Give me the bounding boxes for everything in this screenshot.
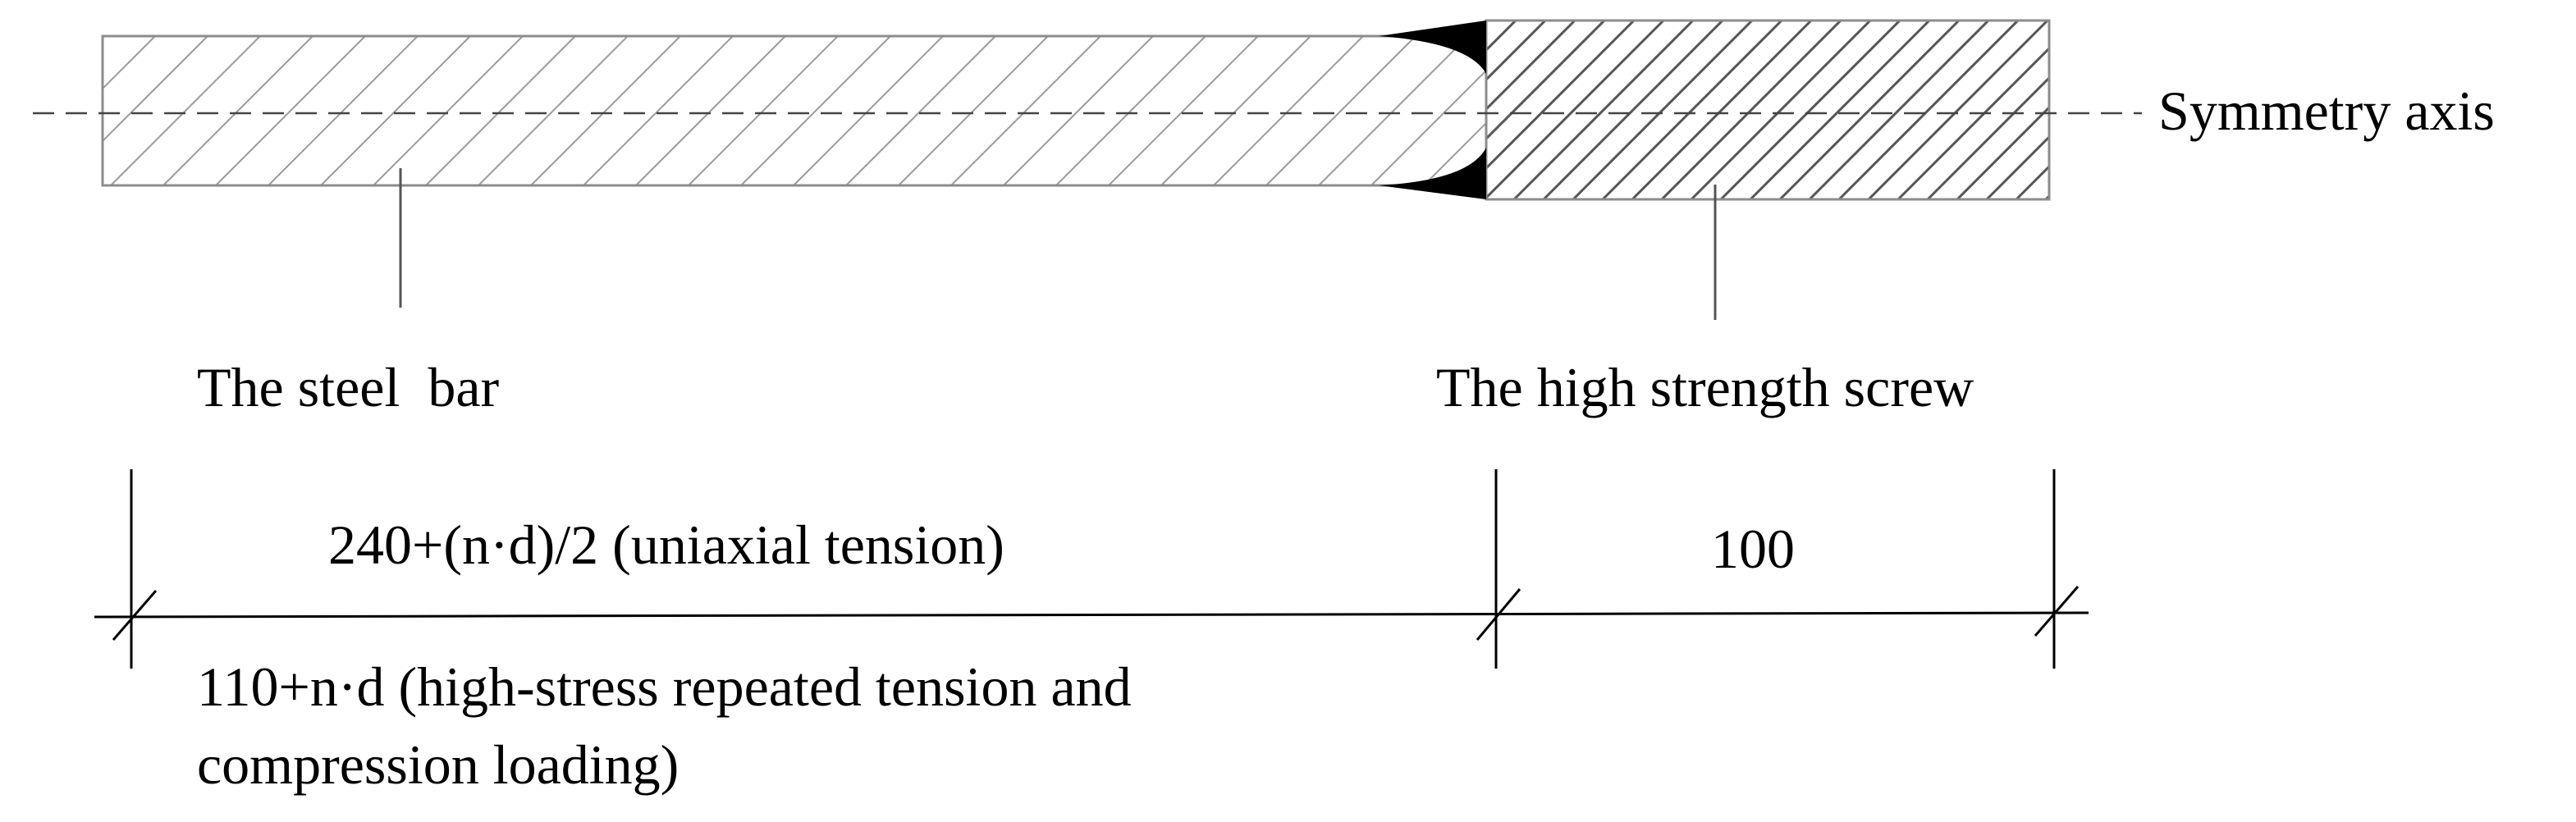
screw-body — [1485, 19, 2051, 201]
hatch-line — [162, 36, 313, 185]
hatch-line — [1778, 21, 1961, 199]
hatch-line — [1370, 69, 1486, 185]
steel-bar-hatching — [0, 36, 1486, 185]
hatch-line — [635, 36, 786, 185]
hatch-line — [1423, 121, 1486, 185]
weld-top — [1379, 21, 1486, 74]
hatch-line — [1631, 21, 1813, 199]
hatch-line — [1486, 21, 1576, 112]
symmetry-axis-label: Symmetry axis — [2158, 80, 2495, 142]
hatch-line — [1542, 21, 1724, 199]
hatch-line — [268, 36, 419, 185]
hatch-line — [1956, 105, 2049, 199]
screw-hatching — [1486, 21, 2049, 199]
hatch-line — [425, 36, 576, 185]
hatch-line — [215, 36, 366, 185]
tick-middle — [1476, 588, 1521, 641]
hatch-line — [110, 36, 261, 185]
hatch-line — [898, 36, 1049, 185]
hatch-line — [1719, 21, 1901, 199]
tick-right — [2034, 586, 2080, 637]
hatch-line — [1512, 21, 1695, 199]
hatch-line — [1486, 21, 1636, 171]
hatch-line — [1486, 21, 1547, 82]
hatch-line — [530, 36, 681, 185]
hatch-line — [1486, 21, 1606, 141]
steel-bar-label: The steel bar — [197, 356, 500, 418]
hatch-line — [103, 36, 208, 143]
hatch-line — [1003, 36, 1154, 185]
hatch-line — [950, 36, 1101, 185]
hatch-line — [0, 36, 103, 185]
hatch-line — [1265, 36, 1416, 185]
dimension-lines — [94, 469, 2089, 669]
hatch-line — [1486, 21, 1665, 199]
hatch-line — [845, 36, 996, 185]
hatch-line — [1808, 21, 1990, 199]
hatch-line — [1601, 21, 1783, 199]
hatch-line — [320, 36, 471, 185]
hatch-line — [688, 36, 839, 185]
dimension-baseline — [94, 611, 2089, 619]
hatch-line — [1749, 21, 1931, 199]
dimension-repeated-label-line2: compression loading) — [197, 733, 679, 796]
tick-left — [112, 590, 158, 641]
steel-bar-body — [101, 34, 1488, 187]
hatch-line — [583, 36, 734, 185]
hatch-line — [740, 36, 891, 185]
hatch-line — [1926, 75, 2049, 199]
weld-bottom — [1379, 148, 1486, 199]
hatch-line — [1985, 135, 2049, 199]
hatch-line — [478, 36, 629, 185]
hatch-line — [1318, 36, 1469, 185]
hatch-line — [793, 36, 944, 185]
hatch-line — [1572, 21, 1754, 199]
hatch-line — [1108, 36, 1259, 185]
hatch-line — [373, 36, 524, 185]
hatch-line — [1660, 21, 1842, 199]
dimension-repeated-label-line1: 110+n·d (high-stress repeated tension an… — [197, 655, 1132, 718]
hatch-line — [1867, 21, 2049, 199]
hatch-line — [103, 36, 156, 90]
screw-label: The high strength screw — [1436, 356, 1974, 418]
hatch-line — [1055, 36, 1206, 185]
hatch-line — [1486, 21, 1517, 53]
hatch-line — [1897, 46, 2049, 199]
dimension-screw-label: 100 — [1711, 518, 1795, 580]
dimension-uniaxial-label: 240+(n·d)/2 (uniaxial tension) — [328, 514, 1004, 576]
hatch-line — [1213, 36, 1364, 185]
hatch-line — [1160, 36, 1311, 185]
hatch-line — [1837, 21, 2020, 199]
hatch-line — [1690, 21, 1872, 199]
hatch-line — [2015, 164, 2049, 199]
